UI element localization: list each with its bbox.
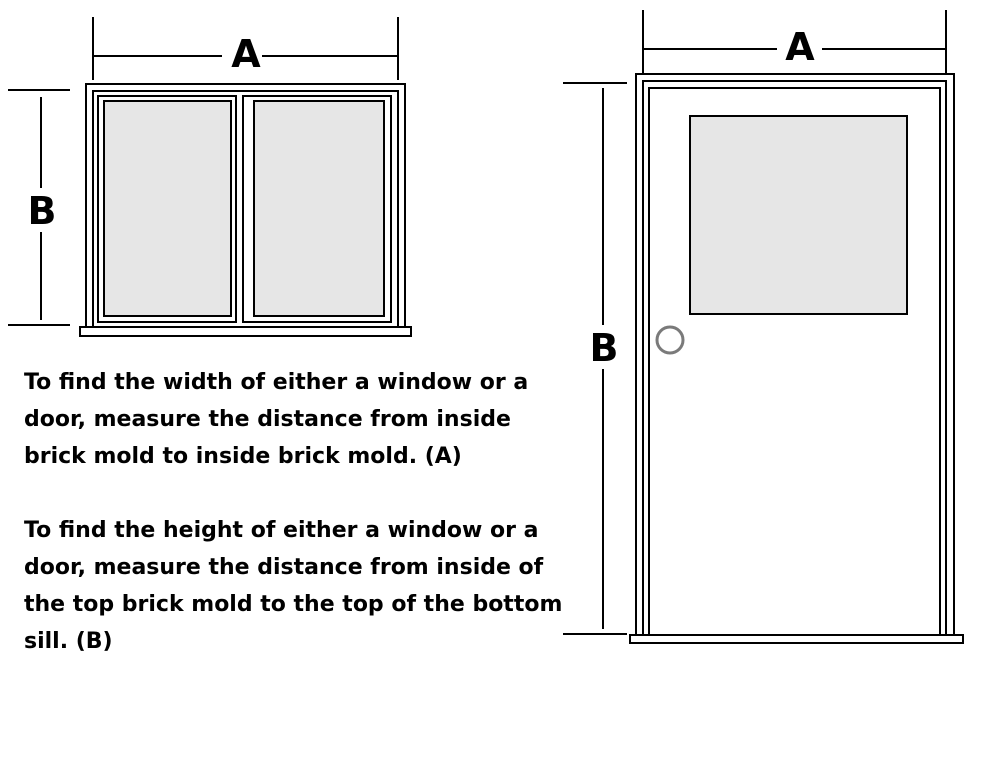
door-illustration: A B	[563, 10, 964, 644]
width-instruction: To find the width of either a window or …	[24, 370, 529, 469]
door-knob	[655, 325, 685, 355]
measurement-instructions: To find the width of either a window or …	[24, 364, 564, 660]
window-height-label: B	[28, 189, 57, 233]
door-bottom-sill	[629, 634, 964, 644]
window-right-glass	[253, 100, 385, 317]
window-width-label: A	[231, 32, 261, 76]
window-height-dimension: B	[8, 89, 70, 326]
door-height-label: B	[590, 326, 619, 370]
door-glass-panel	[689, 115, 908, 315]
door-height-dimension: B	[563, 82, 627, 635]
window-width-dimension: A	[92, 17, 399, 80]
window-bottom-sill	[79, 326, 412, 337]
window-left-glass	[103, 100, 232, 317]
paragraph-gap	[24, 475, 564, 512]
door-width-label: A	[785, 25, 815, 69]
height-instruction: To find the height of either a window or…	[24, 518, 563, 654]
window-illustration: A B	[8, 17, 412, 337]
door-width-dimension: A	[642, 10, 947, 75]
